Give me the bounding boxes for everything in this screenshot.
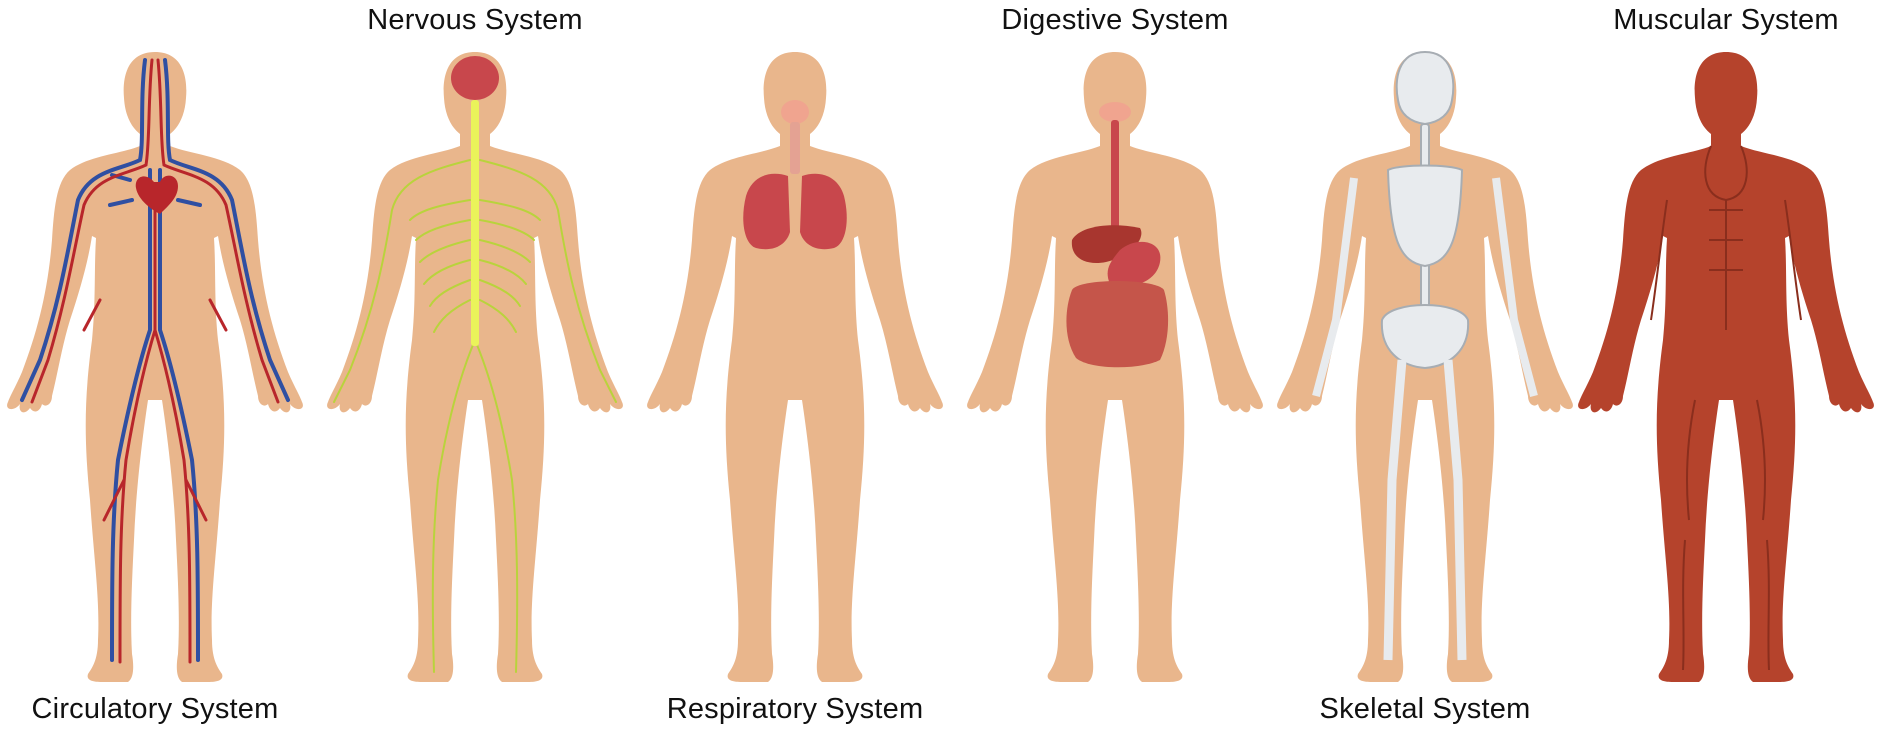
digestive-illustration [960, 0, 1270, 733]
muscular-figure: Muscular System [1571, 0, 1881, 733]
pharynx [1099, 102, 1131, 122]
skeletal-figure: Skeletal System [1270, 0, 1580, 733]
trachea [790, 122, 800, 174]
circulatory-figure: Circulatory System [0, 0, 310, 733]
intestines [1066, 281, 1168, 367]
nervous-label: Nervous System [320, 4, 630, 37]
esophagus [1111, 120, 1119, 228]
respiratory-label: Respiratory System [640, 693, 950, 726]
skull [1397, 52, 1454, 124]
muscular-label: Muscular System [1571, 4, 1881, 37]
muscular-illustration [1571, 0, 1881, 733]
bones [1316, 52, 1534, 660]
nervous-figure: Nervous System [320, 0, 630, 733]
digestive-label: Digestive System [960, 4, 1270, 37]
respiratory-illustration [640, 0, 950, 733]
brain [451, 56, 499, 100]
larynx [781, 100, 809, 124]
spinal-cord [471, 100, 479, 346]
nervous-illustration [320, 0, 630, 733]
digestive-figure: Digestive System [960, 0, 1270, 733]
circulatory-label: Circulatory System [0, 693, 310, 726]
skeletal-label: Skeletal System [1270, 693, 1580, 726]
skeletal-illustration [1270, 0, 1580, 733]
circulatory-illustration [0, 0, 310, 733]
respiratory-figure: Respiratory System [640, 0, 950, 733]
